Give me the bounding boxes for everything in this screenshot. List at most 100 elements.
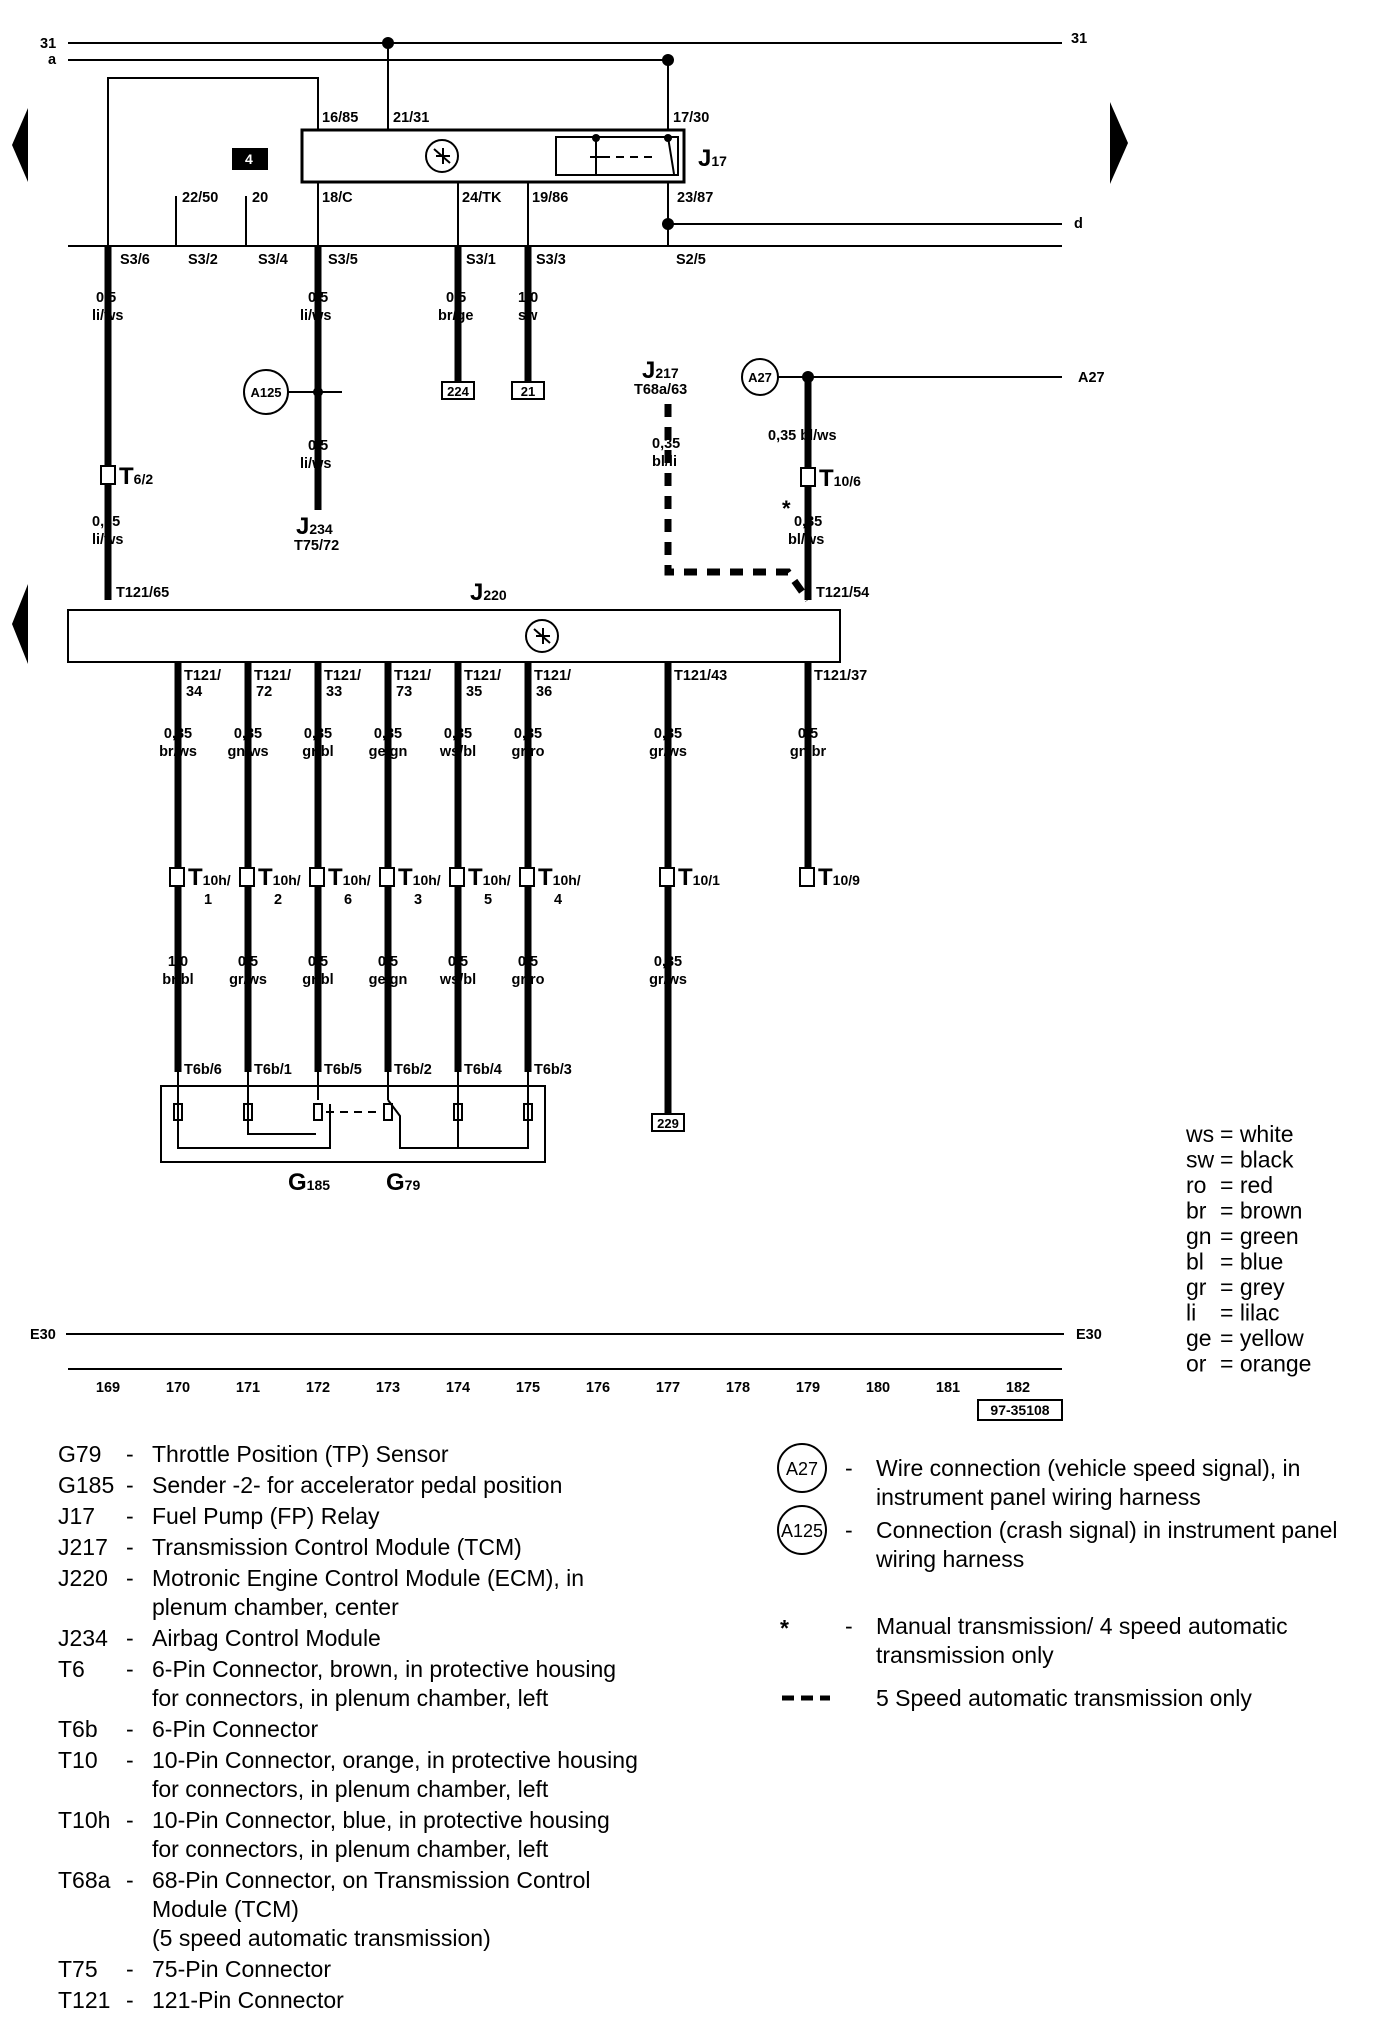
legend-text: (5 speed automatic transmission) (152, 1925, 491, 1951)
legend-text: 10-Pin Connector, blue, in protective ho… (152, 1807, 610, 1833)
ecm-symbol-icon (525, 619, 559, 653)
t6b-pin-label: T6b/4 (464, 1062, 502, 1078)
color-name: = brown (1220, 1198, 1302, 1224)
j17-pin-label: 18/C (322, 190, 353, 206)
j217-label: J217 (642, 357, 679, 384)
color-name: = black (1220, 1147, 1294, 1173)
svg-text:li/ws: li/ws (92, 532, 123, 548)
color-code: gn (1186, 1223, 1212, 1249)
legend-text: Module (TCM) (152, 1896, 299, 1922)
color-name: = green (1220, 1223, 1299, 1249)
legend-dash: - (126, 1503, 134, 1529)
legend-code: J217 (58, 1534, 108, 1560)
a125-label: A125 (250, 385, 281, 400)
legend-text: Transmission Control Module (TCM) (152, 1534, 522, 1560)
legend-code: T10h (58, 1807, 110, 1833)
legend-dash: - (126, 1472, 134, 1498)
relay-contact-icon (555, 136, 679, 176)
ecm-pin-label: T121/ (394, 668, 431, 684)
connection-circle-icon (777, 1443, 827, 1493)
wire-color-label: br/bl (162, 972, 193, 988)
legend-entry: T10-10-Pin Connector, orange, in protect… (58, 1747, 638, 1802)
ecm-pin-label: 34 (186, 684, 202, 700)
t10-6-connector-label: T10/6 (819, 465, 861, 492)
connector-label: T10/1 (678, 864, 720, 891)
j17-label: J17 (698, 145, 727, 172)
wire-size-label: 0,35 (444, 726, 472, 742)
previous-page-arrow[interactable] (12, 108, 28, 182)
splice-label: S3/2 (188, 252, 218, 268)
wire-color-label: gn/br (790, 744, 827, 760)
wire-size-label: 0,5 (308, 954, 328, 970)
rail-label-31: 31 (40, 36, 56, 52)
wire-color-label: gr/ws (229, 972, 267, 988)
previous-page-arrow-lower[interactable] (12, 584, 28, 664)
column-number: 174 (446, 1380, 470, 1396)
column-number: 180 (866, 1380, 890, 1396)
connector-pin-icon (239, 867, 255, 887)
j17-relay-box (300, 128, 686, 184)
connector-pin-number: 3 (414, 892, 422, 908)
j17-pin-label: 19/86 (532, 190, 568, 206)
connector-label: T10h/ (258, 864, 301, 891)
color-name: = white (1220, 1121, 1294, 1147)
wire-color-label: gr/ws (649, 744, 687, 760)
color-code: li (1186, 1300, 1196, 1326)
color-name: = yellow (1220, 1325, 1304, 1351)
column-number: 173 (376, 1380, 400, 1396)
legend-text: wiring harness (875, 1546, 1024, 1572)
a125-connection-circle (243, 369, 289, 415)
rail-label-e30-right: E30 (1076, 1327, 1102, 1343)
ecm-pin-label: T121/37 (814, 668, 867, 684)
connector-label: T10h/ (328, 864, 371, 891)
svg-text:0,5: 0,5 (96, 290, 116, 306)
connector-label: T10/9 (818, 864, 860, 891)
t6b-pin-label: T6b/5 (324, 1062, 362, 1078)
legend-text: plenum chamber, center (152, 1594, 399, 1620)
legend-entry: J234-Airbag Control Module (58, 1625, 381, 1651)
svg-text:21: 21 (521, 384, 535, 399)
j220-pin-label: T121/65 (116, 585, 169, 601)
column-number: 182 (1006, 1380, 1030, 1396)
wire-color-label: ge/gn (369, 972, 408, 988)
legend-text: for connectors, in plenum chamber, left (152, 1836, 549, 1862)
wire-size-label: 0,35 (654, 954, 682, 970)
svg-text:li/ws: li/ws (300, 308, 331, 324)
connector-label: T10h/ (188, 864, 231, 891)
legend-entry: T68a-68-Pin Connector, on Transmission C… (58, 1867, 591, 1951)
color-code: or (1186, 1351, 1207, 1377)
svg-text:1,0: 1,0 (518, 290, 538, 306)
connector-pin-icon (659, 867, 675, 887)
legend-entry: J17-Fuel Pump (FP) Relay (58, 1503, 380, 1529)
column-number: 177 (656, 1380, 680, 1396)
connector-label: T10h/ (538, 864, 581, 891)
legend-dash: - (126, 1565, 134, 1591)
legend-dash: - (126, 1987, 134, 2013)
component-legend: G79-Throttle Position (TP) SensorG185-Se… (58, 1441, 638, 2013)
j234-pin-label: T75/72 (294, 538, 339, 554)
legend-dash: - (845, 1455, 853, 1481)
color-code: ro (1186, 1172, 1206, 1198)
column-number: 171 (236, 1380, 260, 1396)
ref-box-21 (511, 381, 545, 400)
connector-pin-icon (309, 867, 325, 887)
next-page-arrow[interactable] (1110, 102, 1128, 184)
wire-color-label: gr/bl (302, 972, 333, 988)
legend-text: Connection (crash signal) in instrument … (876, 1517, 1338, 1543)
legend-text: 68-Pin Connector, on Transmission Contro… (152, 1867, 591, 1893)
legend-entry: *-Manual transmission/ 4 speed automatic… (780, 1613, 1288, 1668)
legend-dash: - (126, 1956, 134, 1982)
legend-code: J234 (58, 1625, 108, 1651)
j17-pin-label: 24/TK (462, 190, 502, 206)
doc-number: 97-35108 (990, 1402, 1049, 1418)
wire-j217-dashed (664, 404, 811, 603)
ref-box-229 (651, 1113, 685, 1132)
legend-dash: - (845, 1517, 853, 1543)
wire-color-label: ge/gn (369, 744, 408, 760)
color-name: = red (1220, 1172, 1273, 1198)
splice-label: S3/4 (258, 252, 288, 268)
legend-dash: - (126, 1625, 134, 1651)
wire-color-label: ws/bl (439, 972, 476, 988)
